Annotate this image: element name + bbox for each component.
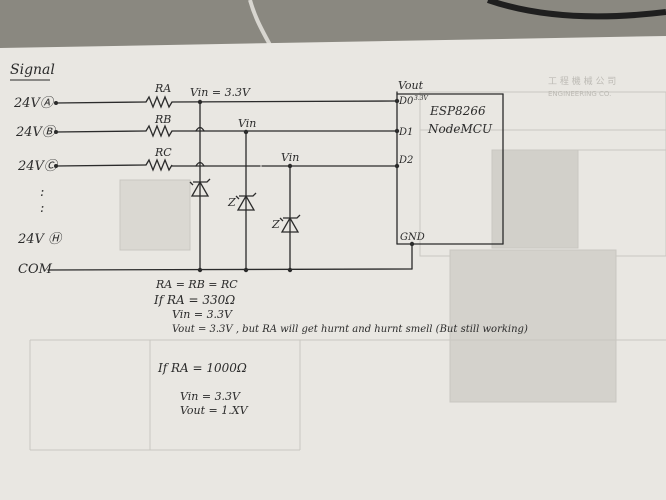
- form-subheader-text: ENGINEERING CO.: [548, 90, 611, 98]
- zener-label-c: Z: [271, 218, 280, 231]
- resistor-rc: [145, 158, 173, 172]
- mcu-label-line1: ESP8266: [429, 104, 486, 118]
- rb-label: RB: [154, 113, 171, 126]
- form-print-through: [29, 91, 666, 451]
- ellipsis-dots-2: :: [40, 201, 44, 216]
- pin-d0-voltage: 3.3V: [414, 95, 429, 102]
- note-case1-if: If RA = 330Ω: [153, 293, 235, 307]
- note-case1-vout: Vout = 3.3V , but RA will get hurnt and …: [172, 324, 528, 335]
- ra-label: RA: [154, 82, 171, 95]
- zener-diode-b: [235, 192, 257, 211]
- note-case2-vin: Vin = 3.3V: [180, 390, 241, 403]
- note-equal: RA = RB = RC: [155, 278, 238, 291]
- vout-label: Vout: [398, 79, 424, 92]
- input-label-a: 24VⒶ: [13, 96, 55, 111]
- com-label: COM: [18, 262, 53, 277]
- pin-d0: D0: [398, 96, 414, 107]
- input-label-b: 24VⒷ: [15, 125, 57, 140]
- cable-left: [248, 0, 272, 46]
- pin-gnd: GND: [400, 232, 425, 243]
- input-label-h: 24V Ⓗ: [17, 232, 63, 247]
- rc-label: RC: [154, 146, 172, 159]
- form-header-text: 工 程 機 械 公 司: [548, 75, 616, 87]
- note-case1-vin: Vin = 3.3V: [172, 308, 233, 321]
- pin-d2: D2: [398, 155, 413, 166]
- cable-right: [487, 0, 666, 20]
- signal-heading: Signal: [10, 62, 55, 78]
- vin-label-c: Vin: [281, 151, 299, 164]
- note-case2-vout: Vout = 1.XV: [180, 404, 249, 417]
- ellipsis-dots: :: [40, 185, 44, 200]
- zener-label-b: Z: [227, 196, 236, 209]
- input-label-c: 24VⒸ: [17, 159, 59, 174]
- resistor-rb: [145, 124, 173, 138]
- junction-dots: [54, 98, 415, 273]
- zener-diode-a: [189, 178, 211, 197]
- zener-diode-c: [279, 214, 301, 233]
- mcu-label-line2: NodeMCU: [427, 122, 493, 136]
- vin-main-label: Vin = 3.3V: [190, 86, 251, 99]
- note-case2-if: If RA = 1000Ω: [157, 361, 247, 375]
- wiring: [47, 91, 504, 271]
- pin-d1: D1: [398, 127, 413, 138]
- vin-label-b: Vin: [238, 117, 256, 130]
- resistor-ra: [145, 95, 173, 109]
